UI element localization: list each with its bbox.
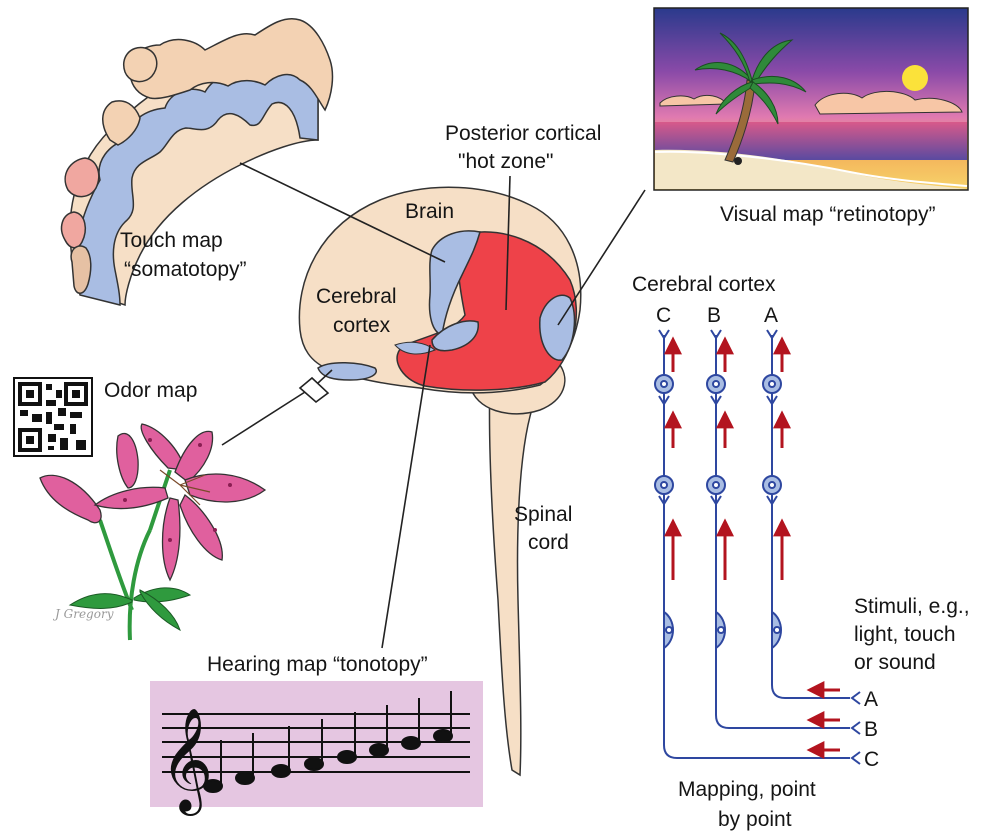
odor-map-label: Odor map: [104, 379, 197, 402]
olfactory-bulb: [318, 363, 376, 380]
coconut: [734, 157, 742, 165]
cerebral-label: Cerebral: [316, 285, 397, 308]
touch-map-label: Touch map: [120, 229, 223, 252]
cerebral-cortex-panel-label: Cerebral cortex: [632, 273, 776, 296]
mapping-label-2: by point: [718, 808, 792, 831]
olfactory-lead: [300, 378, 328, 402]
lily-bud-2: [117, 433, 138, 488]
column-a-label: A: [764, 304, 778, 327]
music-staff: 𝄞: [150, 681, 483, 816]
hot-zone-label-1: Posterior cortical: [445, 122, 601, 145]
sun-icon: [902, 65, 928, 91]
cord-label: cord: [528, 531, 569, 554]
spinal-cord: [489, 380, 560, 775]
homunculus-hand: [124, 48, 157, 82]
odor-connector: [222, 392, 305, 445]
stimuli-label-1: Stimuli, e.g.,: [854, 595, 970, 618]
somatotopy-label: “somatotopy”: [124, 258, 247, 281]
hearing-connector: [382, 345, 430, 648]
stimulus-a-label: A: [864, 688, 878, 711]
stimulus-b-label: B: [864, 718, 878, 741]
visual-map-label: Visual map “retinotopy”: [720, 203, 936, 226]
homunculus-tongue: [62, 212, 86, 248]
column-b-label: B: [707, 304, 721, 327]
stimulus-c-label: C: [864, 748, 879, 771]
beach-picture: [654, 8, 968, 190]
neural-pathways: [659, 330, 860, 764]
column-c-label: C: [656, 304, 671, 327]
stimuli-label-3: or sound: [854, 651, 936, 674]
pathway-a: [772, 335, 850, 698]
pathway-c: [664, 335, 850, 758]
mapping-label-1: Mapping, point: [678, 778, 816, 801]
cortex-label: cortex: [333, 314, 391, 337]
homunculus-lips: [65, 158, 99, 197]
artist-signature: J Gregory: [55, 607, 113, 621]
spinal-label: Spinal: [514, 503, 572, 526]
hearing-map-label: Hearing map “tonotopy”: [207, 653, 428, 676]
treble-clef-icon: 𝄞: [160, 707, 213, 816]
hot-zone-label-2: "hot zone": [458, 150, 553, 173]
signal-arrows: [673, 340, 840, 750]
brain-label: Brain: [405, 200, 454, 223]
homunculus-throat: [71, 246, 91, 293]
lily-bud: [40, 475, 101, 522]
lily-petal-4: [180, 495, 222, 560]
stimuli-label-2: light, touch: [854, 623, 956, 646]
qr-code-icon: [14, 378, 92, 456]
